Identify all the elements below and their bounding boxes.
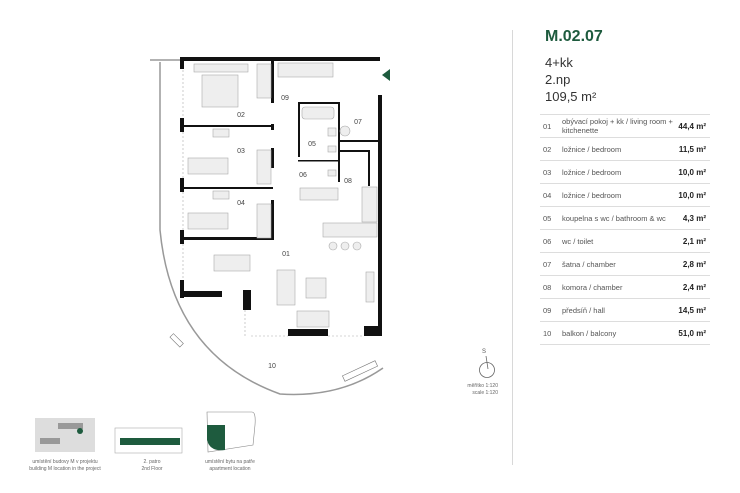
room-row: 01 obývací pokoj + kk / living room + kit… [540, 115, 710, 138]
plan-label-06: 06 [299, 172, 307, 179]
room-label: ložnice / bedroom [562, 190, 622, 200]
caption-en: 2nd Floor [141, 465, 163, 472]
room-label: wc / toilet [562, 236, 594, 246]
plan-label-03: 03 [237, 148, 245, 155]
room-label: komora / chamber [562, 282, 623, 292]
balcony-outline [150, 59, 384, 396]
room-row: 06 wc / toilet 2,1 m² [540, 230, 710, 253]
room-label: šatna / chamber [562, 259, 616, 269]
room-area: 2,4 m² [682, 282, 706, 292]
room-label: předsíň / hall [562, 305, 605, 315]
thumbnail-caption-apartment: umístění bytu na patře apartment locatio… [190, 459, 270, 472]
balcony-door [342, 360, 378, 382]
thumbnail-floor [114, 427, 183, 454]
room-number: 02 [543, 144, 552, 154]
scale-label: měřítko 1:120 scale 1:120 [450, 383, 498, 397]
apartment-area: 109,5 m² [545, 89, 597, 104]
thumbnail-caption-floor: 2. patro 2nd Floor [112, 459, 192, 472]
room-number: 01 [543, 121, 552, 131]
entrance-arrow-icon [382, 69, 390, 81]
room-area: 11,5 m² [678, 144, 706, 154]
plan-label-02: 02 [237, 112, 245, 119]
room-row: 02 ložnice / bedroom 11,5 m² [540, 138, 710, 161]
room-row: 08 komora / chamber 2,4 m² [540, 276, 710, 299]
apartment-layout: 4+kk [545, 55, 573, 70]
room-row: 07 šatna / chamber 2,8 m² [540, 253, 710, 276]
room-number: 04 [543, 190, 552, 200]
caption-en: building M location in the project [29, 465, 101, 472]
room-table: 01 obývací pokoj + kk / living room + kit… [540, 114, 710, 345]
plan-label-08: 08 [344, 178, 352, 185]
apartment-code: M.02.07 [545, 28, 603, 45]
caption-cz: umístění bytu na patře [205, 459, 255, 465]
room-area: 44,4 m² [678, 121, 706, 131]
room-area: 14,5 m² [678, 305, 706, 315]
walls [180, 57, 382, 336]
room-area: 51,0 m² [678, 328, 706, 338]
plan-label-05: 05 [308, 141, 316, 148]
caption-en: apartment location [209, 465, 251, 472]
furniture [187, 62, 378, 328]
windows [182, 70, 364, 337]
plan-label-07: 07 [354, 119, 362, 126]
thumbnail-site [35, 418, 95, 452]
room-label: koupelna s wc / bathroom & wc [562, 213, 666, 223]
room-number: 05 [543, 213, 552, 223]
plan-label-04: 04 [237, 200, 245, 207]
thumbnail-apartment [206, 411, 256, 453]
room-number: 07 [543, 259, 552, 269]
room-row: 03 ložnice / bedroom 10,0 m² [540, 161, 710, 184]
room-number: 09 [543, 305, 552, 315]
compass-direction: S [482, 349, 486, 355]
room-area: 2,1 m² [682, 236, 706, 246]
room-number: 06 [543, 236, 552, 246]
plan-label-01: 01 [282, 251, 290, 258]
room-label: obývací pokoj + kk / living room + kitch… [562, 117, 673, 135]
balcony-door [169, 333, 184, 348]
room-area: 4,3 m² [682, 213, 706, 223]
room-label: ložnice / bedroom [562, 167, 622, 177]
caption-cz: umístění budovy M v projektu [32, 459, 98, 465]
scale-cz: měřítko 1:120 [467, 383, 498, 389]
room-label: ložnice / bedroom [562, 144, 622, 154]
room-number: 10 [543, 328, 552, 338]
plan-label-09: 09 [281, 95, 289, 102]
room-label: balkon / balcony [562, 328, 617, 338]
caption-cz: 2. patro [143, 459, 161, 465]
room-row: 04 ložnice / bedroom 10,0 m² [540, 184, 710, 207]
apartment-floor: 2.np [545, 72, 571, 87]
room-number: 08 [543, 282, 552, 292]
room-row: 10 balkon / balcony 51,0 m² [540, 322, 710, 345]
room-area: 10,0 m² [678, 190, 706, 200]
room-area: 10,0 m² [678, 167, 706, 177]
room-row: 05 koupelna s wc / bathroom & wc 4,3 m² [540, 207, 710, 230]
plan-label-10: 10 [268, 363, 276, 370]
room-area: 2,8 m² [682, 259, 706, 269]
room-row: 09 předsíň / hall 14,5 m² [540, 299, 710, 322]
thumbnail-caption-site: umístění budovy M v projektu building M … [20, 459, 110, 472]
scale-en: scale 1:120 [472, 390, 498, 396]
panel-divider [512, 30, 513, 465]
room-number: 03 [543, 167, 552, 177]
